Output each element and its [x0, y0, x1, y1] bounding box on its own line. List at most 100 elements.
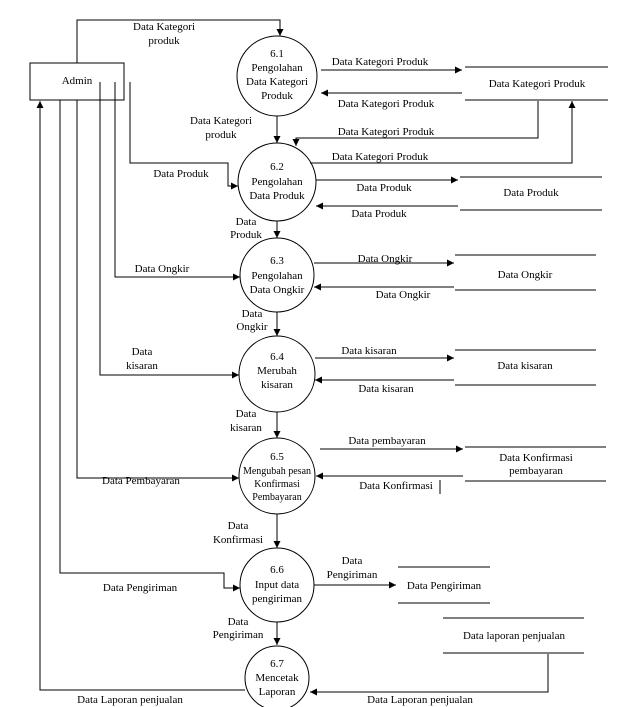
- process-label-line: Produk: [261, 90, 293, 102]
- flow-label: Data Ongkir: [376, 289, 431, 301]
- flow-label: Data: [132, 346, 153, 358]
- process-label-line: kisaran: [261, 379, 293, 391]
- admin-entity: Admin: [29, 62, 125, 101]
- flow-label: Data Ongkir: [135, 263, 190, 275]
- flow-p62-to-p63: Data Produk: [230, 216, 281, 241]
- process-number: 6.6: [270, 564, 284, 576]
- flow-p64-to-store-kisaran: Data kisaran: [315, 345, 454, 362]
- process-number: 6.1: [270, 48, 284, 60]
- store-data-ongkir: Data Ongkir: [455, 254, 596, 291]
- process-label-line: Pengolahan: [251, 176, 303, 188]
- flow-store-produk-to-p62: Data Produk: [316, 202, 458, 220]
- flow-store-kisaran-to-p64: Data kisaran: [315, 376, 454, 395]
- process-label-line: Laporan: [259, 686, 296, 698]
- flow-label: Data: [236, 408, 257, 420]
- process-number: 6.4: [270, 351, 284, 363]
- process-6-6: 6.6 Input data pengiriman: [239, 547, 315, 623]
- store-label: Data Produk: [503, 187, 559, 199]
- admin-label: Admin: [62, 75, 93, 87]
- flow-label: Data Produk: [351, 208, 407, 220]
- flow-label: Data Pengiriman: [103, 582, 178, 594]
- flow-label: Data Produk: [356, 182, 412, 194]
- flow-label: Data kisaran: [341, 345, 397, 357]
- flow-p61-to-store-kategori: Data Kategori Produk: [321, 56, 462, 74]
- store-data-produk: Data Produk: [460, 176, 602, 211]
- process-6-3: 6.3 Pengolahan Data Ongkir: [239, 237, 315, 313]
- flow-admin-to-p65: Data Pembayaran: [76, 100, 239, 487]
- store-data-kisaran: Data kisaran: [455, 349, 596, 386]
- process-6-5: 6.5 Mengubah pesan Konfirmasi Pembayaran: [238, 437, 316, 515]
- process-label-line: pengiriman: [252, 593, 303, 605]
- flow-label: Data kisaran: [358, 383, 414, 395]
- store-data-konfirmasi-pembayaran: Data Konfirmasi pembayaran: [465, 446, 606, 482]
- flow-admin-to-p61: Data Kategori produk: [76, 19, 284, 63]
- flow-p65-to-store-konfirmasi: Data pembayaran: [320, 435, 463, 453]
- process-number: 6.7: [270, 658, 284, 670]
- flow-p64-to-p65: Data kisaran: [230, 408, 281, 438]
- flow-p67-to-admin: Data Laporan penjualan: [36, 101, 245, 706]
- process-label-line: Input data: [255, 579, 299, 591]
- flow-label: kisaran: [230, 422, 262, 434]
- flow-label: Pengiriman: [213, 629, 264, 641]
- process-label-line: Mencetak: [255, 672, 299, 684]
- process-label-line: Data Kategori: [246, 76, 308, 88]
- flow-p65-to-p66: Data Konfirmasi: [213, 514, 281, 548]
- flow-label: Data: [228, 616, 249, 628]
- flow-p61-to-p62: Data Kategori produk: [190, 115, 281, 143]
- process-6-7: 6.7 Mencetak Laporan: [244, 645, 310, 707]
- flow-admin-to-p62: Data Produk: [129, 82, 238, 190]
- flow-p62-to-store-kategori: Data Kategori Produk: [310, 101, 576, 164]
- process-6-4: 6.4 Merubah kisaran: [238, 335, 316, 413]
- process-label-line: Pengolahan: [251, 62, 303, 74]
- process-label-line: Data Ongkir: [250, 284, 305, 296]
- store-data-laporan-penjualan: Data laporan penjualan: [443, 617, 584, 654]
- process-label-line: Mengubah pesan: [243, 466, 311, 477]
- flow-label: kisaran: [126, 360, 158, 372]
- store-label: Data Konfirmasi: [499, 452, 573, 464]
- flow-label: Produk: [230, 229, 262, 241]
- flow-label: Data Kategori Produk: [338, 126, 435, 138]
- process-label-line: Merubah: [257, 365, 297, 377]
- flow-label: Data Kategori Produk: [332, 56, 429, 68]
- flow-label: Data: [242, 308, 263, 320]
- flow-label: Data Kategori: [133, 21, 195, 33]
- flow-p62-to-store-produk: Data Produk: [316, 176, 458, 194]
- flow-label: Data Ongkir: [358, 253, 413, 265]
- store-label: Data Ongkir: [498, 269, 553, 281]
- process-label-line: Data Produk: [249, 190, 305, 202]
- process-number: 6.3: [270, 255, 284, 267]
- flow-label: Data: [228, 520, 249, 532]
- flow-store-kategori-to-p61: Data Kategori Produk: [321, 89, 462, 110]
- process-number: 6.2: [270, 161, 284, 173]
- flow-admin-to-p63: Data Ongkir: [114, 82, 240, 281]
- process-label-line: Pengolahan: [251, 270, 303, 282]
- flow-p63-to-store-ongkir: Data Ongkir: [314, 253, 454, 267]
- flow-store-konfirmasi-to-p65: Data Konfirmasi: [316, 472, 463, 494]
- process-label-line: Konfirmasi: [254, 479, 300, 490]
- store-data-pengiriman: Data Pengiriman: [398, 566, 490, 604]
- store-data-kategori-produk: Data Kategori Produk: [465, 66, 608, 101]
- flow-label: Data Laporan penjualan: [77, 694, 183, 706]
- flow-p66-to-p67: Data Pengiriman: [213, 616, 281, 645]
- process-6-2: 6.2 Pengolahan Data Produk: [237, 142, 317, 222]
- flow-p66-to-store-pengiriman: Data Pengiriman: [314, 555, 396, 589]
- flow-label: Data Pembayaran: [102, 475, 180, 487]
- store-label: pembayaran: [509, 465, 563, 477]
- store-label: Data Pengiriman: [407, 580, 482, 592]
- flow-label: Konfirmasi: [213, 534, 263, 546]
- flow-label: Data Produk: [153, 168, 209, 180]
- process-number: 6.5: [270, 451, 284, 463]
- flow-label: Data Kategori Produk: [332, 151, 429, 163]
- flow-label: Data Kategori Produk: [338, 98, 435, 110]
- flow-admin-to-p66: Data Pengiriman: [59, 100, 240, 594]
- flow-label: Pengiriman: [327, 569, 378, 581]
- flow-label: produk: [205, 129, 237, 141]
- flow-store-kategori-to-p62: Data Kategori Produk: [292, 101, 539, 146]
- flow-store-laporan-to-p67: Data Laporan penjualan: [310, 654, 549, 706]
- process-6-1: 6.1 Pengolahan Data Kategori Produk: [236, 35, 318, 117]
- flow-p63-to-p64: Data Ongkir: [236, 308, 281, 336]
- flow-label: Data: [342, 555, 363, 567]
- flow-label: Data Laporan penjualan: [367, 694, 473, 706]
- flow-label: Data: [236, 216, 257, 228]
